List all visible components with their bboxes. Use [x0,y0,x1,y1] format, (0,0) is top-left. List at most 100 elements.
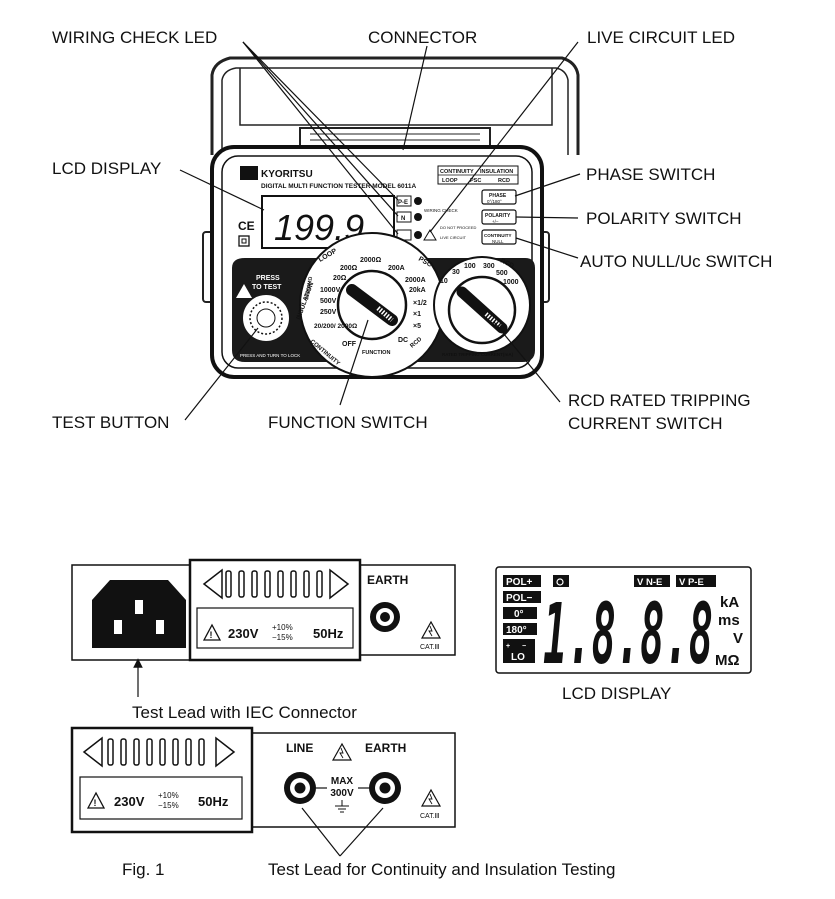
meter-brand: KYORITSU [261,169,313,180]
callout-phase-switch: PHASE SWITCH [586,165,715,184]
led-live-label-1: DO NOT PROCEED [440,225,476,230]
lcd-v-ne: V N-E [637,577,662,588]
dial-function: FUNCTION [362,350,390,356]
lcd-pol-plus: POL+ [506,577,533,588]
lcd-detail: POL+ POL− 0° 180° LO + − V N-E V P-E 1.8… [495,566,752,683]
rcd-10: 10 [440,278,448,285]
iec-cat: CAT.Ⅲ [420,644,440,651]
polarity-button-label: POLARITY [485,213,511,219]
lcd-unit-ka: kA [720,594,739,611]
dial-200a: 200A [388,265,405,272]
lcd-caption: LCD DISPLAY [562,684,671,703]
cont-tol-plus: +10% [158,791,179,800]
led-n [414,213,422,221]
led-pe [414,197,422,205]
ce-mark: CE [238,219,255,233]
led-live-label-2: LIVE CIRCUIT [440,235,467,240]
rcd-30: 30 [452,269,460,276]
cont-line-label: LINE [286,741,313,755]
iec-lead-caption: Test Lead with IEC Connector [132,703,357,722]
callout-function-switch: FUNCTION SWITCH [268,413,428,432]
callout-polarity-switch: POLARITY SWITCH [586,209,742,228]
callout-lines [179,41,581,421]
mode-loop: LOOP [442,178,458,184]
callout-rcd-switch-2: CURRENT SWITCH [568,414,723,433]
lcd-unit-ms: ms [718,612,740,629]
iec-voltage: 230V [228,626,259,641]
rcd-300: 300 [483,263,495,270]
dial-20ka: 20kA [409,287,426,294]
meter-illustration: KYORITSU DIGITAL MULTI FUNCTION TESTER M… [202,56,580,379]
lcd-digits: 1.8.8.8 [543,585,713,683]
cont-freq: 50Hz [198,794,229,809]
null-button[interactable] [481,229,517,245]
svg-text:−: − [522,643,526,650]
rcd-1000: 1000 [503,279,519,286]
callout-test-button: TEST BUTTON [52,413,169,432]
press-turn-lock: PRESS AND TURN TO LOCK [240,353,300,358]
callout-wiring-check-led: WIRING CHECK LED [52,28,217,47]
cont-max-v: 300V [330,788,354,799]
dial-dc: DC [398,337,408,344]
iec-earth-label: EARTH [367,573,408,587]
rcd-500: 500 [496,270,508,277]
mode-rcd: RCD [498,178,510,184]
led-wiring-label: WIRING CHECK [424,208,458,213]
led-pe-label: P-E [398,200,408,206]
phase-button-sub: 0°/180° [487,199,502,204]
cont-max: MAX [331,776,354,787]
callout-auto-null-switch: AUTO NULL/Uc SWITCH [580,252,772,271]
svg-text:!: ! [210,630,213,640]
callout-connector: CONNECTOR [368,28,477,47]
mode-insulation: INSULATION [480,169,513,175]
press-to-test-1: PRESS [256,275,280,282]
dial-20ohm: 20Ω [333,275,347,282]
cont-cat: CAT.Ⅲ [420,813,440,820]
cont-lead-caption: Test Lead for Continuity and Insulation … [268,860,615,879]
svg-text:!: ! [94,798,97,808]
dial-200ohm: 200Ω [340,265,358,272]
dial-2000a: 2000A [405,277,426,284]
dial-500v: 500V [320,298,337,305]
mode-continuity: CONTINUITY [440,169,474,175]
callout-rcd-switch-1: RCD RATED TRIPPING [568,391,751,410]
lcd-unit-v: V [733,630,743,647]
lcd-lo: LO [511,652,525,663]
cont-earth-label: EARTH [365,741,406,755]
lcd-v-pe: V P-E [679,577,704,588]
lcd-deg180: 180° [506,625,527,636]
null-button-label: CONTINUITY [484,233,512,238]
lcd-pol-minus: POL− [506,593,533,604]
lcd-deg0: 0° [514,609,524,620]
led-n-label: N [401,216,405,222]
dial-1000v: 1000V [320,287,341,294]
dial-continuity-range: 20/200/ 2000Ω [314,323,357,330]
rcd-dial-bottom: RATED TRIPPING CURRENT(mA) [442,352,514,357]
cont-voltage: 230V [114,794,145,809]
callout-live-circuit-led: LIVE CIRCUIT LED [587,28,735,47]
dial-250v: 250V [320,309,337,316]
phase-button[interactable] [481,189,517,205]
meter-model: DIGITAL MULTI FUNCTION TESTER MODEL 6011… [261,183,416,190]
dial-off: OFF [342,341,357,348]
callout-lcd-display: LCD DISPLAY [52,159,161,178]
iec-lead-panel: ! 230V +10% −15% 50Hz EARTH CAT.Ⅲ [71,558,456,697]
cont-tol-minus: −15% [158,801,179,810]
mode-psc: PSC [470,178,481,184]
iec-tol-minus: −15% [272,633,293,642]
iec-tol-plus: +10% [272,623,293,632]
rcd-100: 100 [464,263,476,270]
lcd-unit-mohm: MΩ [715,652,740,669]
press-to-test-2: TO TEST [252,284,282,291]
dial-x12: ×1/2 [413,300,427,307]
polarity-button-sub: +/− [492,219,499,224]
dial-2000ohm: 2000Ω [360,257,382,264]
null-button-sub: NULL [492,239,504,244]
dial-insulation-range: 20/200MΩ [304,276,314,300]
continuity-lead-panel: ! 230V +10% −15% 50Hz LINE EARTH MAX 300… [70,726,456,857]
iec-freq: 50Hz [313,626,344,641]
phase-button-label: PHASE [489,193,507,199]
dial-x5: ×5 [413,323,421,330]
svg-text:+: + [506,643,510,650]
